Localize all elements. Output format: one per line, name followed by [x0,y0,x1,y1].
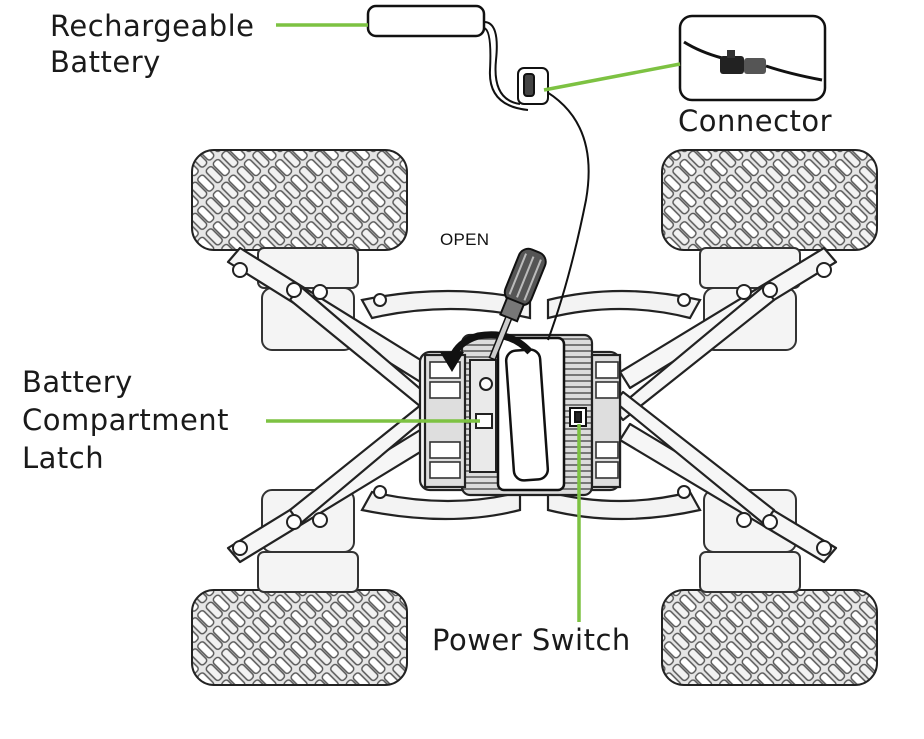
power-switch [569,407,587,427]
power-switch-label-text: Power Switch [432,623,631,657]
rotate-arrow-icon [440,331,533,372]
rechargeable-battery-label-line2: Battery [50,45,161,79]
wheel-rear-right [661,589,878,686]
rechargeable-battery-label-line1: Rechargeable [50,9,255,43]
latch-label-line2: Compartment [22,403,230,437]
open-label: OPEN [440,230,490,249]
rechargeable-battery-label: Rechargeable Battery [50,8,255,80]
connector-plug-small [517,67,549,105]
leader-lines [266,23,681,622]
connector-plug-icon [720,50,766,74]
wheel-front-left [191,149,408,251]
pivot-bolts [232,262,832,556]
leader-connector [543,62,681,92]
battery-compartment [496,336,566,492]
suspension-arms [226,246,838,564]
side-rails [360,289,702,521]
side-bracket-gears [429,361,619,479]
compartment-latch [469,359,497,473]
connector-label: Connector [678,103,832,139]
latch-label-line3: Latch [22,441,105,475]
connector-detail-box [678,14,827,102]
battery-pack-icon [366,4,486,38]
battery-wires [483,21,590,341]
latch-label-line1: Battery [22,365,133,399]
screwdriver-icon [488,247,547,361]
power-switch-label: Power Switch [432,622,631,658]
wheel-rear-left [191,589,408,686]
connector-label-text: Connector [678,104,833,138]
wheel-front-right [661,149,878,251]
battery-compartment-latch-label: Battery Compartment Latch [22,363,229,477]
